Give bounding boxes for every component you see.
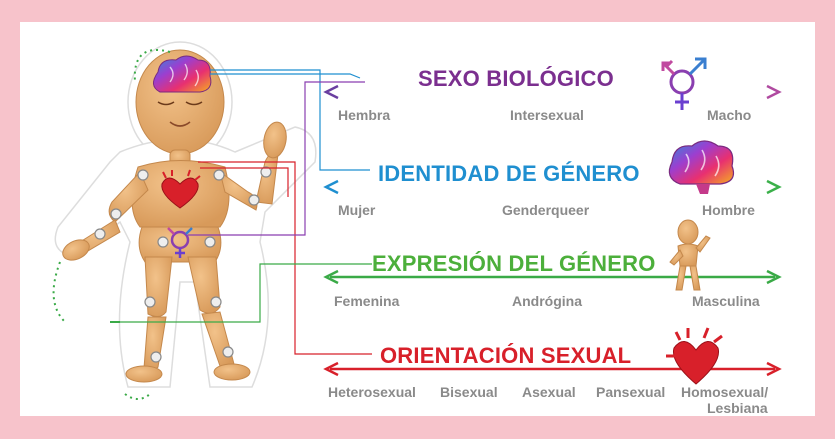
- label-homosexual: Homosexual/: [681, 384, 769, 400]
- brain-icon: [668, 140, 735, 194]
- label-masculina: Masculina: [692, 293, 760, 309]
- label-hembra: Hembra: [338, 107, 391, 123]
- head-brain-icon: [153, 55, 212, 93]
- diagram-card: SEXO BIOLÓGICO IDENTIDAD DE GÉNERO EXPRE…: [20, 22, 815, 416]
- spectrum-arrows: [323, 84, 782, 377]
- label-macho: Macho: [707, 107, 752, 123]
- label-androgina: Andrógina: [512, 293, 582, 309]
- label-hombre: Hombre: [702, 202, 755, 218]
- title-identidad-de-genero: IDENTIDAD DE GÉNERO: [378, 161, 640, 186]
- figure-icon: [669, 219, 711, 291]
- title-expresion-del-genero: EXPRESIÓN DEL GÉNERO: [372, 251, 656, 276]
- label-heterosexual: Heterosexual: [328, 384, 416, 400]
- label-femenina: Femenina: [334, 293, 400, 309]
- label-pansexual: Pansexual: [596, 384, 666, 400]
- hips-gender-icon: [167, 227, 193, 258]
- chest-heart-icon: [161, 169, 201, 209]
- heart-icon: [666, 327, 723, 385]
- label-lesbiana: Lesbiana: [707, 400, 768, 416]
- connector-lines: [115, 69, 372, 355]
- label-genderqueer: Genderqueer: [502, 202, 590, 218]
- label-bisexual: Bisexual: [440, 384, 498, 400]
- label-intersexual: Intersexual: [510, 107, 584, 123]
- mannequin-figure: [52, 41, 317, 400]
- title-sexo-biologico: SEXO BIOLÓGICO: [418, 66, 614, 91]
- title-orientacion-sexual: ORIENTACIÓN SEXUAL: [380, 343, 632, 368]
- label-asexual: Asexual: [522, 384, 576, 400]
- diagram-canvas: [52, 41, 782, 400]
- gender-symbol-icon: [661, 57, 707, 110]
- label-mujer: Mujer: [338, 202, 376, 218]
